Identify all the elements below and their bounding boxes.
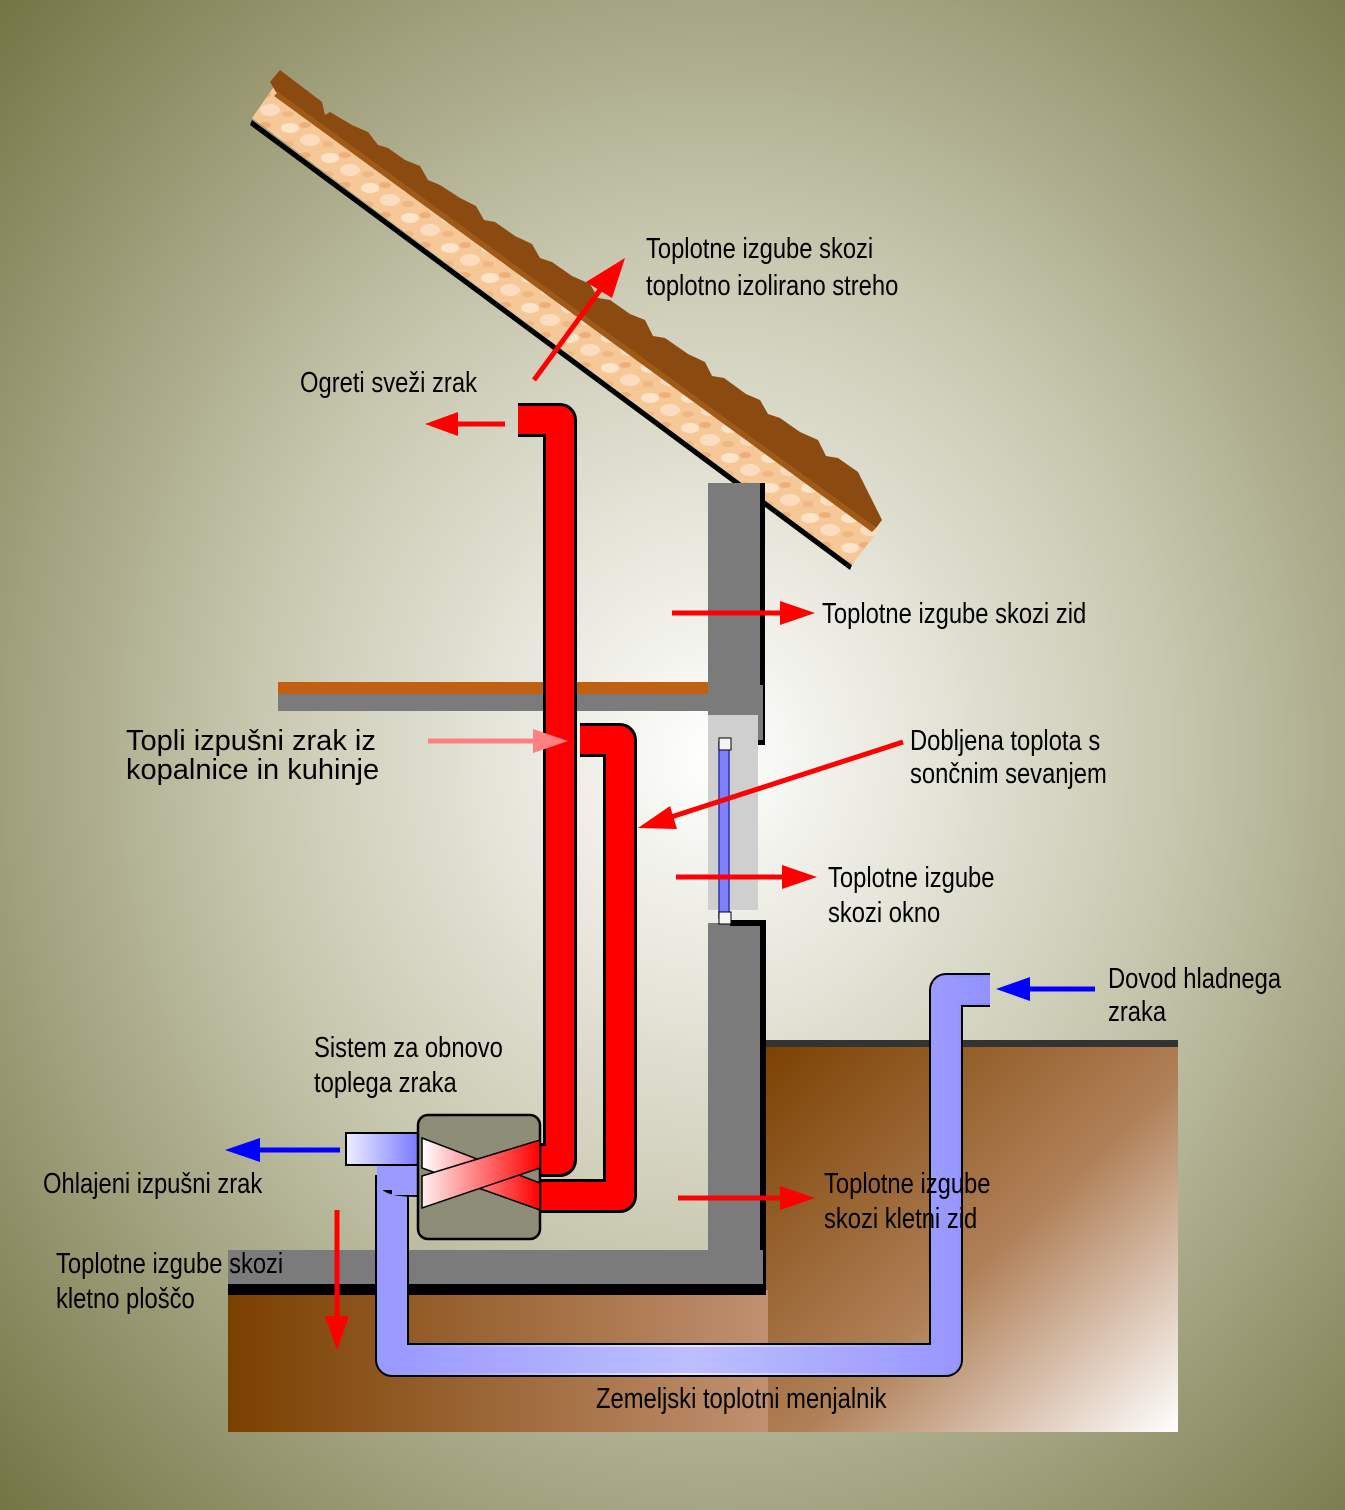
wall-heat-loss-arrow xyxy=(672,601,815,625)
cold-air-label: Dovod hladnega zraka xyxy=(1108,962,1288,1028)
roof xyxy=(250,70,882,570)
wall-loss-label: Toplotne izgube skozi zid xyxy=(822,597,1086,630)
slab-loss-label: Toplotne izgube skozi kletno ploščo xyxy=(56,1247,290,1315)
exhaust-in-arrow xyxy=(428,729,568,753)
window-loss-label: Toplotne izgube skozi okno xyxy=(828,861,1001,929)
arrows xyxy=(225,258,1095,1350)
house-wall xyxy=(228,483,766,1295)
warm-supply-duct xyxy=(518,403,577,1177)
slab-heat-loss-arrow xyxy=(325,1210,349,1350)
cooled-exhaust-arrow xyxy=(225,1138,340,1162)
roof-heat-loss-arrow xyxy=(531,258,625,382)
window-heat-loss-arrow xyxy=(676,865,817,889)
labels: Toplotne izgube skozi toplotno izolirano… xyxy=(43,232,1288,1415)
window xyxy=(708,715,758,925)
heat-recovery-unit xyxy=(345,1113,542,1241)
ground-heat-exchanger-pipe xyxy=(375,973,990,1377)
fresh-air-label: Ogreti sveži zrak xyxy=(300,366,478,399)
solar-gain-arrow xyxy=(638,739,904,829)
cooled-exhaust-label: Ohlajeni izpušni zrak xyxy=(43,1167,263,1200)
exhaust-in-label: Topli izpušni zrak iz kopalnice in kuhin… xyxy=(126,725,384,786)
roof-loss-label: Toplotne izgube skozi toplotno izolirano… xyxy=(646,232,898,302)
cold-air-in-arrow xyxy=(996,977,1095,1001)
solar-gain-label: Dobljena toplota s sončnim sevanjem xyxy=(910,724,1107,790)
basement-wall-heat-loss-arrow xyxy=(678,1186,815,1210)
basement-wall-loss-label: Toplotne izgube skozi kletni zid xyxy=(824,1167,997,1235)
exhaust-duct xyxy=(536,723,637,1213)
fresh-air-arrow xyxy=(425,412,505,436)
ground-exchanger-label: Zemeljski toplotni menjalnik xyxy=(596,1382,887,1415)
roof-tiles xyxy=(270,70,882,528)
recovery-system-label: Sistem za obnovo toplega zraka xyxy=(314,1031,510,1099)
floor-board xyxy=(278,682,708,711)
